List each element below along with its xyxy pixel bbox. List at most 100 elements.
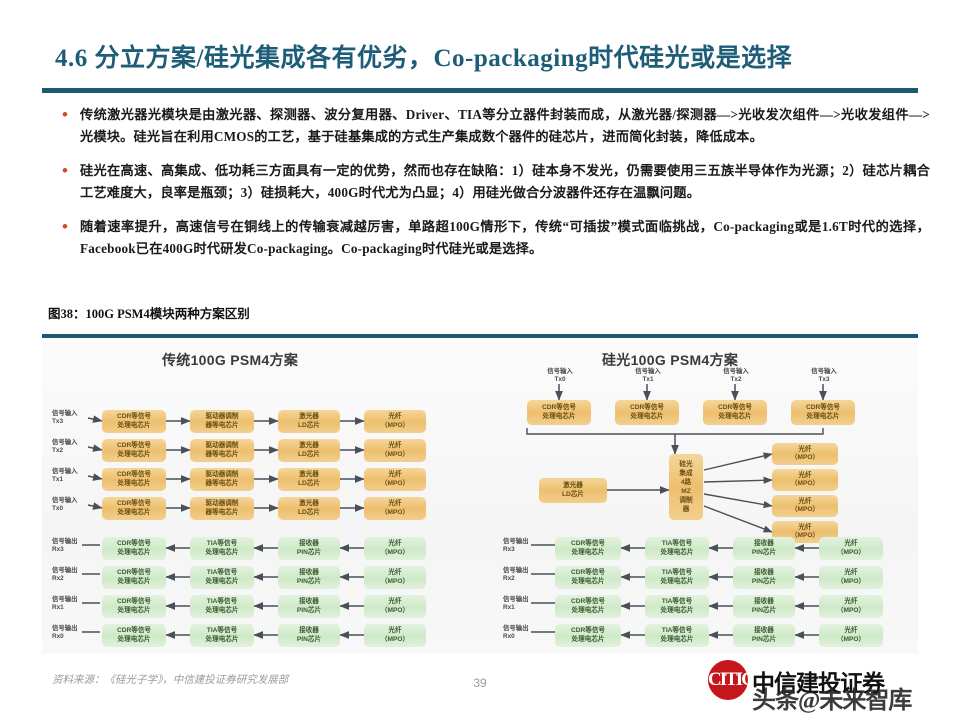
- left-rx-box-r3c1: TIA等信号 处理电芯片: [190, 624, 254, 647]
- right-rx-box-r1c1: TIA等信号 处理电芯片: [645, 566, 709, 589]
- bullet-text: 硅光在高速、高集成、低功耗三方面具有一定的优势，然而也存在缺陷：1）硅本身不发光…: [80, 163, 930, 200]
- left-rx-box-r1c1: TIA等信号 处理电芯片: [190, 566, 254, 589]
- page-title-wrap: 4.6 分立方案/硅光集成各有优劣，Co-packaging时代硅光或是选择: [55, 38, 915, 74]
- figure-panel: 传统100G PSM4方案: [42, 342, 918, 654]
- right-rx-output-label-2: 信号输出 Rx1: [503, 596, 529, 611]
- left-rx-output-label-3: 信号输出 Rx0: [52, 625, 78, 640]
- left-tx-input-label-1: 信号输入 Tx2: [52, 439, 78, 454]
- right-rx-box-r3c3: 光纤 （MPO）: [819, 624, 883, 647]
- company-name: 中信建投证券: [752, 671, 885, 696]
- left-tx-input-label-2: 信号输入 Tx1: [52, 468, 78, 483]
- citic-logo-glyph: CITIC: [708, 669, 755, 690]
- left-tx-input-label-3: 信号输入 Tx0: [52, 497, 78, 512]
- left-rx-box-r2c2: 接收器 PIN芯片: [278, 595, 340, 618]
- right-cdr-box-0: CDR等信号 处理电芯片: [527, 400, 591, 425]
- right-fiber-box-1: 光纤 （MPO）: [772, 469, 838, 491]
- left-tx-box-r1c2: 激光器 LD芯片: [278, 439, 340, 462]
- bullet-text: 随着速率提升，高速信号在铜线上的传输衰减越厉害，单路超100G情形下，传统“可插…: [80, 219, 930, 256]
- page-title: 4.6 分立方案/硅光集成各有优劣，Co-packaging时代硅光或是选择: [55, 45, 793, 72]
- right-cdr-box-2: CDR等信号 处理电芯片: [703, 400, 767, 425]
- left-rx-box-r1c3: 光纤 （MPO）: [364, 566, 426, 589]
- company-logo: CITIC 中信建投证券 头条@未来智库: [708, 658, 948, 714]
- list-item: • 硅光在高速、高集成、低功耗三方面具有一定的优势，然而也存在缺陷：1）硅本身不…: [50, 160, 930, 204]
- left-tx-box-r3c0: CDR等信号 处理电芯片: [102, 497, 166, 520]
- right-tx-input-label-2: 信号输入 Tx2: [723, 368, 749, 383]
- right-rx-box-r0c2: 接收器 PIN芯片: [733, 537, 795, 560]
- left-rx-box-r1c0: CDR等信号 处理电芯片: [102, 566, 166, 589]
- right-tx-input-label-3: 信号输入 Tx3: [811, 368, 837, 383]
- bullet-marker-icon: •: [62, 217, 68, 236]
- right-rx-box-r1c3: 光纤 （MPO）: [819, 566, 883, 589]
- right-rx-output-label-3: 信号输出 Rx0: [503, 625, 529, 640]
- left-rx-box-r3c0: CDR等信号 处理电芯片: [102, 624, 166, 647]
- left-tx-box-r3c1: 驱动器调制 器等电芯片: [190, 497, 254, 520]
- left-rx-box-r0c2: 接收器 PIN芯片: [278, 537, 340, 560]
- right-laser-box: 激光器 LD芯片: [539, 478, 607, 503]
- right-cdr-box-1: CDR等信号 处理电芯片: [615, 400, 679, 425]
- left-rx-box-r2c3: 光纤 （MPO）: [364, 595, 426, 618]
- right-tx-input-label-0: 信号输入 Tx0: [547, 368, 573, 383]
- bullet-marker-icon: •: [62, 161, 68, 180]
- right-tx-input-label-1: 信号输入 Tx1: [635, 368, 661, 383]
- right-rx-box-r2c0: CDR等信号 处理电芯片: [555, 595, 621, 618]
- right-rx-box-r3c0: CDR等信号 处理电芯片: [555, 624, 621, 647]
- right-rx-box-r0c1: TIA等信号 处理电芯片: [645, 537, 709, 560]
- left-tx-box-r0c3: 光纤 （MPO）: [364, 410, 426, 433]
- right-rx-box-r2c3: 光纤 （MPO）: [819, 595, 883, 618]
- right-fiber-box-2: 光纤 （MPO）: [772, 495, 838, 517]
- bullet-marker-icon: •: [62, 105, 68, 124]
- title-divider: [42, 88, 918, 93]
- left-tx-box-r0c0: CDR等信号 处理电芯片: [102, 410, 166, 433]
- citic-logo-icon: CITIC: [708, 660, 755, 700]
- right-rx-box-r1c2: 接收器 PIN芯片: [733, 566, 795, 589]
- left-tx-box-r2c1: 驱动器调制 器等电芯片: [190, 468, 254, 491]
- left-tx-box-r3c2: 激光器 LD芯片: [278, 497, 340, 520]
- left-tx-box-r2c3: 光纤 （MPO）: [364, 468, 426, 491]
- figure-divider: [42, 334, 918, 338]
- bullet-list: • 传统激光器光模块是由激光器、探测器、波分复用器、Driver、TIA等分立器…: [50, 104, 930, 272]
- left-rx-box-r1c2: 接收器 PIN芯片: [278, 566, 340, 589]
- watermark-text: 头条@未来智库: [752, 688, 912, 714]
- right-cdr-box-3: CDR等信号 处理电芯片: [791, 400, 855, 425]
- right-fiber-box-0: 光纤 （MPO）: [772, 443, 838, 465]
- list-item: • 传统激光器光模块是由激光器、探测器、波分复用器、Driver、TIA等分立器…: [50, 104, 930, 148]
- left-tx-box-r0c2: 激光器 LD芯片: [278, 410, 340, 433]
- left-rx-output-label-1: 信号输出 Rx2: [52, 567, 78, 582]
- left-rx-box-r2c0: CDR等信号 处理电芯片: [102, 595, 166, 618]
- right-rx-box-r3c2: 接收器 PIN芯片: [733, 624, 795, 647]
- diagram-silicon-photonics-psm4: 硅光100G PSM4方案: [497, 342, 918, 654]
- left-rx-output-label-0: 信号输出 Rx3: [52, 538, 78, 553]
- left-rx-box-r3c3: 光纤 （MPO）: [364, 624, 426, 647]
- left-tx-box-r1c0: CDR等信号 处理电芯片: [102, 439, 166, 462]
- right-panel-title: 硅光100G PSM4方案: [602, 352, 739, 368]
- left-rx-output-label-2: 信号输出 Rx1: [52, 596, 78, 611]
- right-rx-output-label-1: 信号输出 Rx2: [503, 567, 529, 582]
- page-number: 39: [473, 676, 487, 690]
- list-item: • 随着速率提升，高速信号在铜线上的传输衰减越厉害，单路超100G情形下，传统“…: [50, 216, 930, 260]
- right-rx-box-r0c0: CDR等信号 处理电芯片: [555, 537, 621, 560]
- left-tx-box-r3c3: 光纤 （MPO）: [364, 497, 426, 520]
- left-tx-box-r2c0: CDR等信号 处理电芯片: [102, 468, 166, 491]
- bullet-text: 传统激光器光模块是由激光器、探测器、波分复用器、Driver、TIA等分立器件封…: [80, 107, 930, 144]
- left-tx-box-r1c3: 光纤 （MPO）: [364, 439, 426, 462]
- right-rx-box-r3c1: TIA等信号 处理电芯片: [645, 624, 709, 647]
- right-rx-box-r1c0: CDR等信号 处理电芯片: [555, 566, 621, 589]
- left-rx-box-r2c1: TIA等信号 处理电芯片: [190, 595, 254, 618]
- left-rx-box-r0c0: CDR等信号 处理电芯片: [102, 537, 166, 560]
- diagram-traditional-psm4: 传统100G PSM4方案: [42, 342, 497, 654]
- left-panel-title: 传统100G PSM4方案: [162, 352, 299, 368]
- right-rx-box-r2c1: TIA等信号 处理电芯片: [645, 595, 709, 618]
- right-rx-box-r0c3: 光纤 （MPO）: [819, 537, 883, 560]
- right-silicon-mz-modulator-box: 硅光 集成 4路 MZ 调制 器: [669, 454, 703, 520]
- left-rx-box-r3c2: 接收器 PIN芯片: [278, 624, 340, 647]
- right-rx-box-r2c2: 接收器 PIN芯片: [733, 595, 795, 618]
- left-tx-input-label-0: 信号输入 Tx3: [52, 410, 78, 425]
- right-rx-output-label-0: 信号输出 Rx3: [503, 538, 529, 553]
- figure-caption: 图38：100G PSM4模块两种方案区别: [48, 307, 250, 321]
- left-rx-box-r0c1: TIA等信号 处理电芯片: [190, 537, 254, 560]
- left-tx-box-r0c1: 驱动器调制 器等电芯片: [190, 410, 254, 433]
- left-rx-box-r0c3: 光纤 （MPO）: [364, 537, 426, 560]
- left-tx-box-r2c2: 激光器 LD芯片: [278, 468, 340, 491]
- left-tx-box-r1c1: 驱动器调制 器等电芯片: [190, 439, 254, 462]
